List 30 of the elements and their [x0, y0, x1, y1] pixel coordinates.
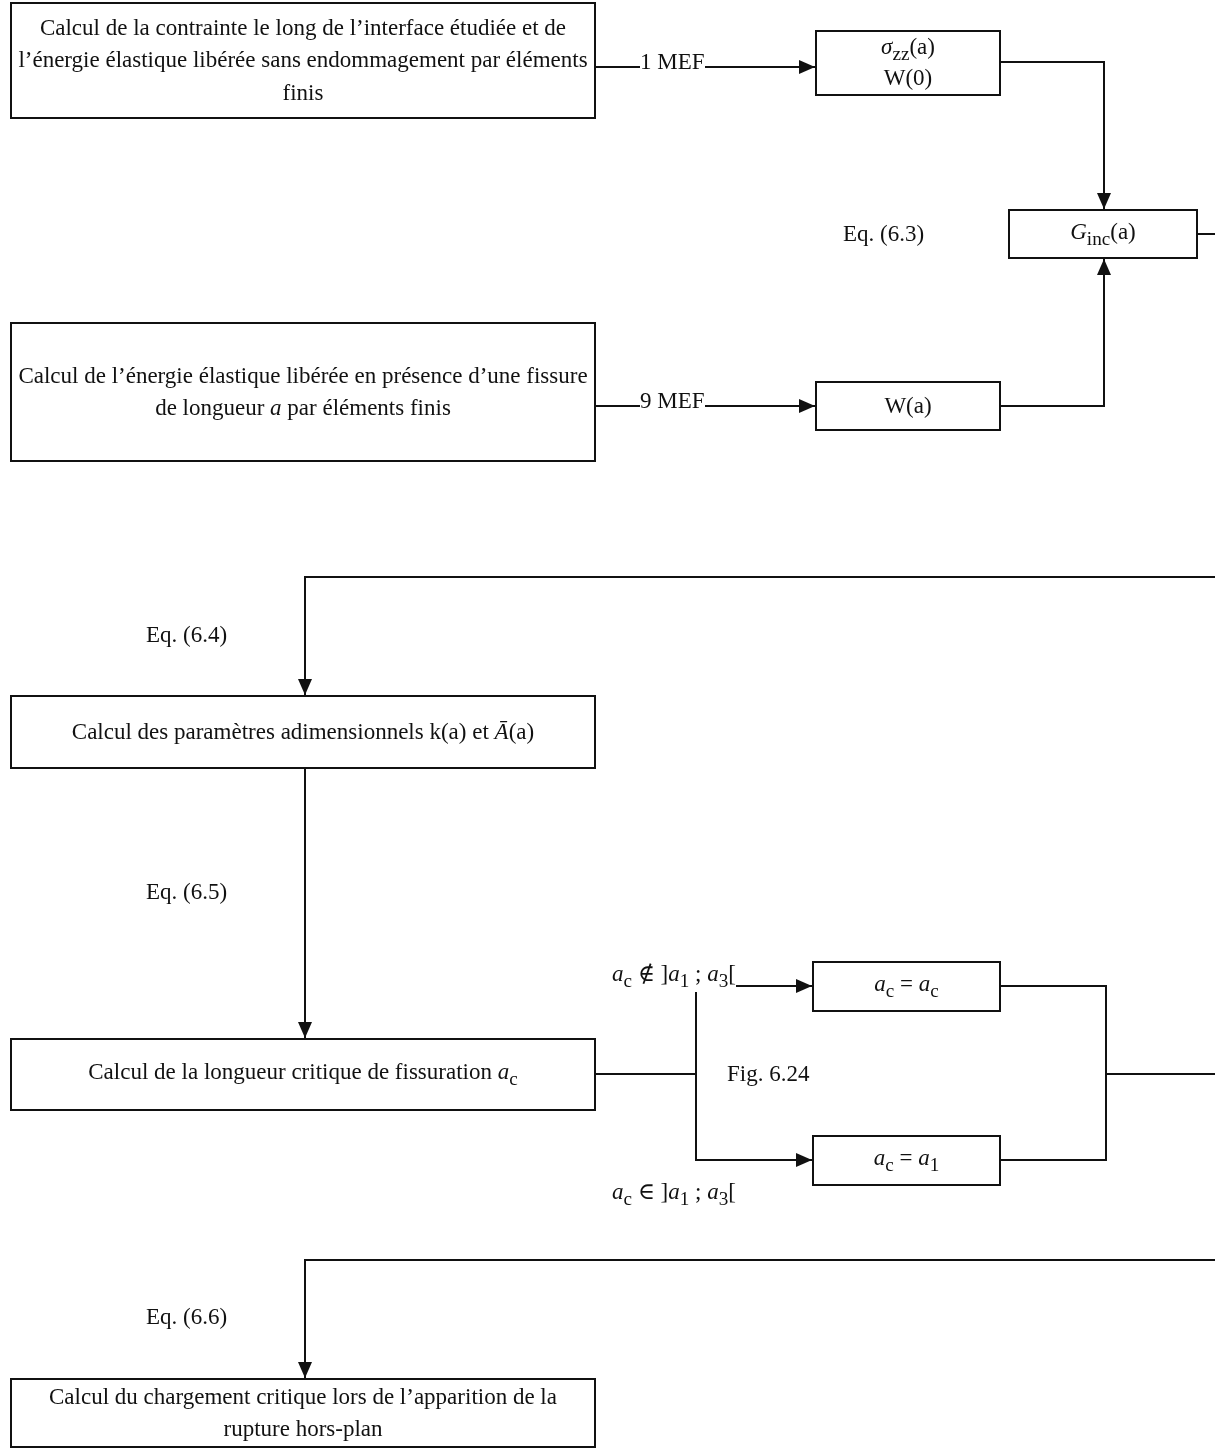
box-text: a$_{c}$ = a$_{c}$	[873, 970, 940, 1003]
result-box	[812, 1135, 1001, 1186]
arrow	[298, 1259, 1215, 1379]
arrow	[595, 1073, 813, 1167]
process-box	[10, 322, 596, 462]
box-text: Calcul de la longueur critique de fissuration a$_{c}$	[87, 1058, 519, 1091]
arrow	[298, 768, 312, 1039]
result-box	[812, 961, 1001, 1012]
box-text: Calcul de la contrainte le long de l’interface étudiée et de l’énergie élastique libérée sans endommagement par éléments finis	[17, 14, 589, 107]
arrow	[1000, 258, 1111, 407]
box-text: Calcul de l’énergie élastique libérée en présence d’une fissure de longueur a par éléments finis	[17, 361, 589, 422]
box-text: G$_{inc}$(a)	[1069, 217, 1137, 251]
box-text: Calcul du chargement critique lors de l’apparition de la rupture hors-plan	[48, 1382, 558, 1443]
process-box	[10, 695, 596, 769]
box-text: W(a)	[883, 391, 933, 420]
edge-label: a$_{c}$ ∉ ]a$_{1}$ ; a$_{3}$[	[612, 960, 736, 992]
connector-line	[1197, 233, 1215, 235]
process-box	[10, 1378, 596, 1448]
box-text: σ$_{zz}$(a)	[880, 34, 936, 66]
connector-line	[1000, 1073, 1215, 1161]
box-text: a$_{c}$ = a$_{1}$	[872, 1144, 941, 1177]
result-box	[815, 30, 1001, 96]
arrow	[1000, 61, 1111, 210]
result-box	[815, 381, 1001, 431]
box-text: Calcul des paramètres adimensionnels k(a) et Ā(a)	[70, 717, 536, 746]
process-box	[10, 2, 596, 119]
box-text: W(0)	[882, 65, 934, 92]
arrow	[298, 576, 1215, 696]
process-box	[10, 1038, 596, 1111]
result-box	[1008, 209, 1198, 259]
